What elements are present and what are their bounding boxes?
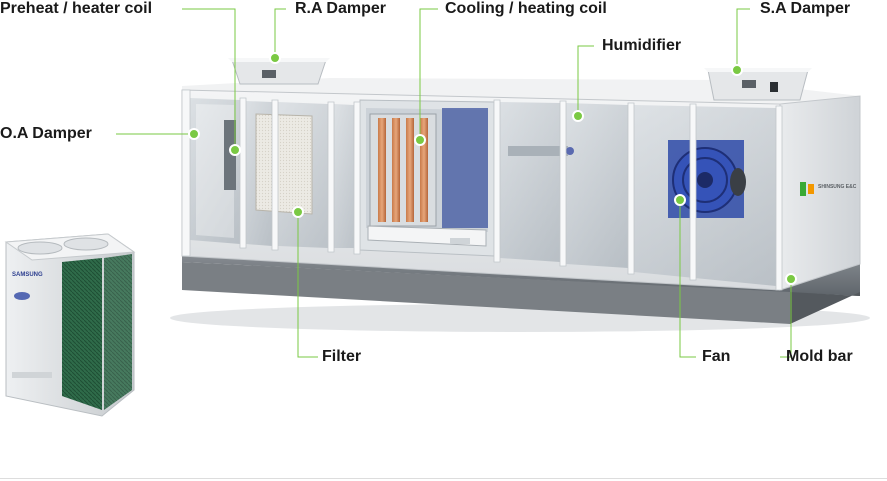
filter-media [255,113,313,215]
dot-filter [292,206,304,218]
ahu-brand-logo: SHINSUNG E&C [800,182,857,196]
dot-mold-bar [785,273,797,285]
section-cooling-coil [359,99,495,257]
label-oa-damper: O.A Damper [0,125,92,142]
logo-orange-mark [808,184,814,194]
label-mold-bar: Mold bar [786,348,853,365]
outdoor-brand-text: SAMSUNG [12,272,43,278]
dot-fan [674,194,686,206]
label-preheat-coil: Preheat / heater coil [0,0,153,17]
leader-humidifier [577,45,594,116]
label-cooling-coil: Cooling / heating coil [445,0,607,17]
callout-dots [188,52,797,285]
sa-damper-box [704,68,812,101]
ra-damper-actuator [262,70,276,78]
outdoor-heat-exchanger-front [62,258,102,410]
section-oa-preheat [190,98,272,246]
preheat-coil-body [224,120,236,190]
outdoor-badge-icon [14,292,30,300]
ahu-side-panel [779,95,861,291]
leader-mold-bar [780,279,792,358]
fan-icon [668,140,746,218]
dot-sa-damper [731,64,743,76]
label-humidifier: Humidifier [602,37,682,54]
coil-blue-panel [442,108,488,228]
leader-lines [116,8,792,358]
outdoor-unit: SAMSUNG [4,233,136,417]
dot-cooling [414,134,426,146]
label-filter: Filter [322,348,362,365]
leader-fan [679,200,696,358]
dot-oa-damper [188,128,200,140]
dot-preheat [229,144,241,156]
leader-cooling [419,8,438,140]
dot-humidifier [572,110,584,122]
leader-filter [297,212,318,358]
leader-preheat [182,8,236,150]
label-sa-damper: S.A Damper [760,0,851,17]
dot-ra-damper [269,52,281,64]
frame-posts [181,89,783,291]
ahu-brand-text: SHINSUNG E&C [818,184,857,190]
leader-ra-damper [274,8,286,58]
section-humidifier [500,102,628,268]
logo-green-mark [800,182,806,196]
outdoor-heat-exchanger-side [104,254,132,410]
sa-damper-actuator [742,80,756,88]
label-ra-damper: R.A Damper [295,0,386,17]
leader-sa-damper [736,8,750,70]
section-fan [634,105,776,286]
bottom-divider [0,478,887,479]
section-filter [255,102,354,248]
label-fan: Fan [702,348,731,365]
humidifier-pipe [508,146,568,156]
